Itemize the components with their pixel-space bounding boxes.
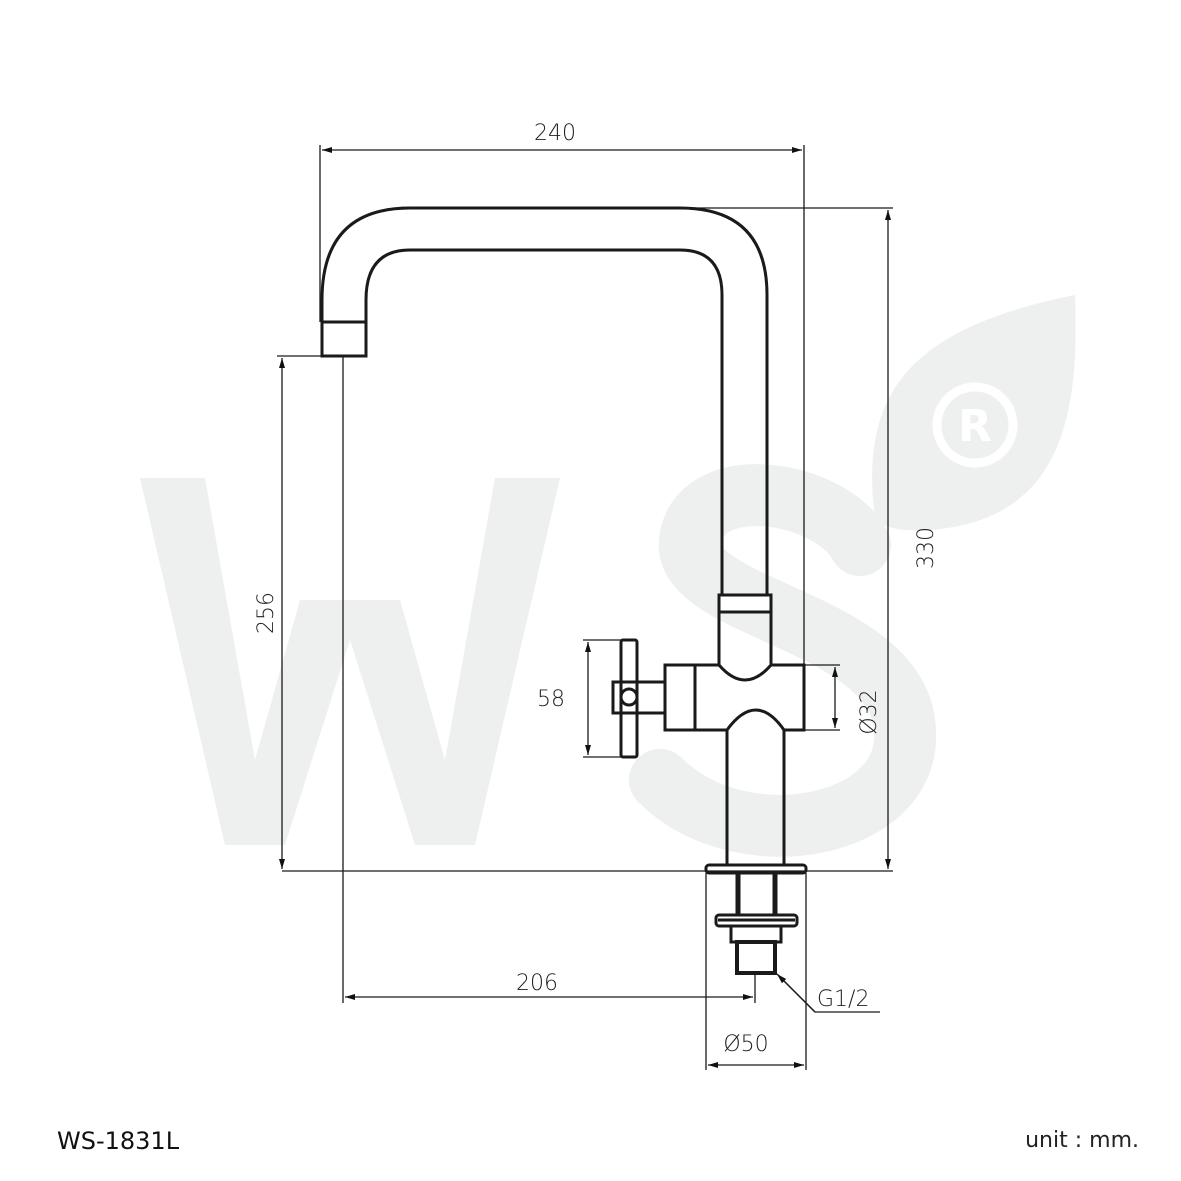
dim-body-diameter: Ø32 [857, 689, 882, 734]
watermark-leaf [872, 295, 1076, 531]
riser-pipe [725, 730, 786, 865]
registered-mark-icon [932, 382, 1018, 468]
faucet-outline [320, 206, 808, 975]
watermark-w [140, 478, 560, 845]
spout-collar [717, 593, 773, 614]
dim-spout-height: 256 [254, 592, 279, 634]
dim-base-diameter: Ø50 [723, 1032, 768, 1057]
base-plate [704, 863, 808, 875]
valve-body [663, 663, 806, 732]
handle-cross-bar [619, 638, 639, 759]
spout-base [717, 612, 773, 665]
watermark-s [629, 464, 937, 857]
shank [735, 873, 778, 915]
spout-outer [320, 206, 769, 595]
model-number: WS-1831L [57, 1127, 180, 1155]
thread-end [735, 940, 777, 975]
connector [729, 924, 783, 944]
spout-inner [364, 248, 724, 595]
dim-handle-height: 58 [537, 687, 565, 712]
handle-screw-icon [619, 687, 639, 707]
unit-label: unit : mm. [1025, 1128, 1139, 1153]
dim-spout-reach: 206 [516, 971, 558, 996]
dim-overall-height: 330 [914, 527, 939, 569]
dimension-lines [277, 145, 893, 1070]
dim-thread: G1/2 [817, 987, 869, 1012]
spout-nozzle [320, 320, 368, 358]
watermark-logo: R [140, 295, 1076, 857]
svg-text:R: R [958, 401, 992, 452]
dim-overall-width: 240 [534, 121, 576, 146]
